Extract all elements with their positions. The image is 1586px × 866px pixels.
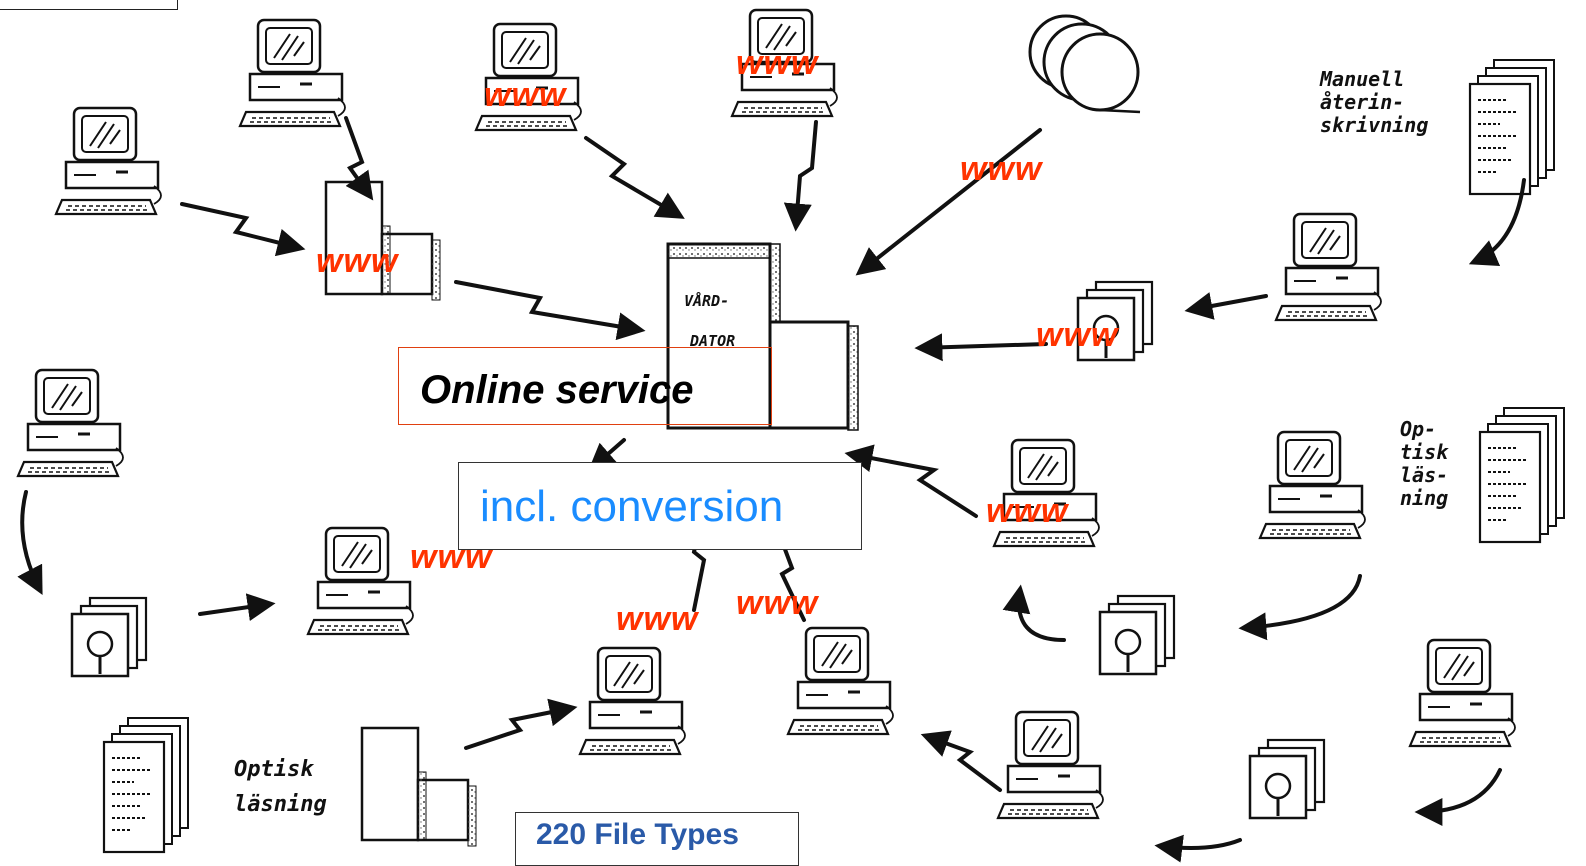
optical-right-line-3: läs- [1400,463,1449,487]
optical-right-caption: Op- tisk läs- ning [1400,418,1448,510]
www-label-1: www [736,44,819,82]
manual-line-2: återin- [1320,90,1405,114]
pc-left-upper [54,106,163,216]
www-label-6: www [986,492,1069,530]
pc-bottom-center [578,646,687,756]
corner-frame [0,0,178,10]
optical-left-line-2: läsning [234,792,327,818]
www-label-2: www [484,76,567,114]
optical-right-line-4: ning [1400,486,1449,510]
optical-right-line-1: Op- [1400,417,1437,441]
pc-bottom-right [996,710,1105,820]
central-host [666,242,859,431]
manual-line-3: skrivning [1320,113,1429,137]
file-types-label: 220 File Types [536,818,739,851]
tape-reels [1028,14,1141,114]
docs-top-right [1468,58,1556,196]
disk-left [70,596,148,678]
optical-left-caption: Optisk läsning [234,752,327,822]
docs-bottom-left [102,716,190,854]
disk-bottom-right [1248,738,1326,820]
manual-line-1: Manuell [1320,67,1405,91]
pc-bottom-far-right [1408,638,1517,748]
manual-caption: Manuell återin- skrivning [1320,68,1428,137]
pc-top-left [238,18,347,128]
www-label-5: www [1036,316,1119,354]
pc-bottom-left [306,526,415,636]
optical-left-line-1: Optisk [234,757,314,782]
file-types-box [515,812,799,866]
docs-right [1478,406,1566,544]
www-label-9: www [616,600,699,638]
tower-bottom [360,726,478,848]
pc-right-upper [1274,212,1383,322]
conversion-label: incl. conversion [480,482,784,531]
disk-center-right [1098,594,1176,676]
optical-right-line-2: tisk [1400,440,1449,464]
online-service-box [398,347,772,425]
tower-left [324,180,442,302]
pc-left-middle [16,368,125,478]
pc-bottom-center-right [786,626,895,736]
pc-right-far [1258,430,1367,540]
www-label-8: www [736,584,819,622]
conversion-box [458,462,862,550]
www-label-4: www [316,242,399,280]
server-label-line2: DATOR [690,332,736,350]
www-label-7: www [410,538,493,576]
server-label-line1: VÅRD- [684,292,730,310]
online-service-title: Online service [420,368,694,412]
www-label-3: www [960,150,1043,188]
